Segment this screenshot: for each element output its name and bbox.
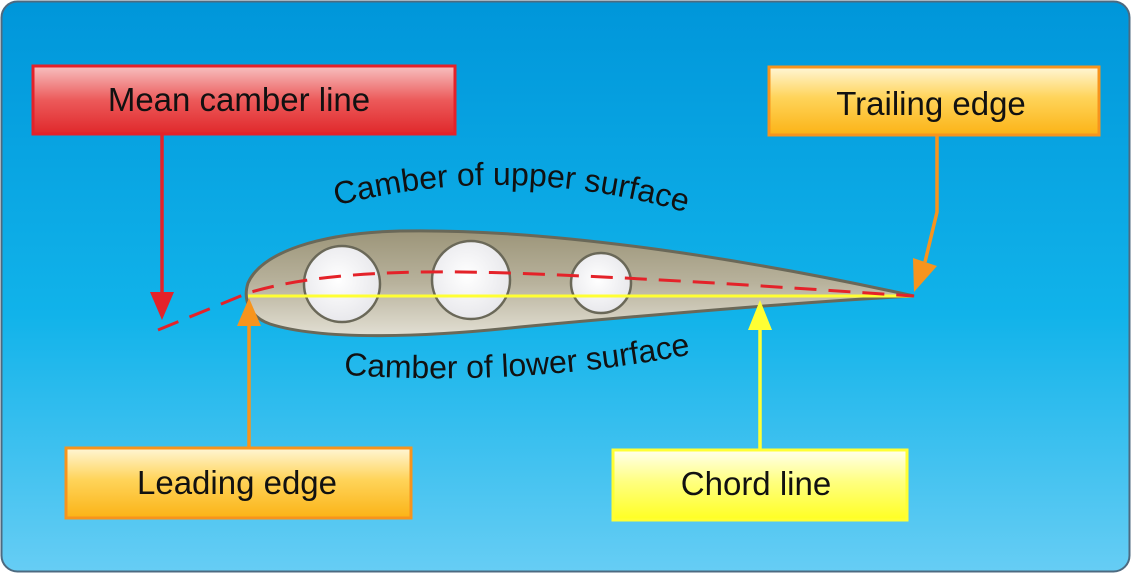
- leading-edge-callout: Leading edge: [64, 298, 413, 520]
- lightening-hole: [430, 239, 512, 321]
- mean-camber-callout: Mean camber line: [31, 64, 457, 320]
- leading-edge-label: Leading edge: [137, 464, 337, 501]
- mean-camber-label: Mean camber line: [108, 81, 370, 118]
- chord-line-label: Chord line: [681, 465, 831, 502]
- mean-camber-line: [157, 270, 915, 332]
- lightening-hole: [569, 251, 633, 315]
- trailing-edge-callout: Trailing edge: [767, 65, 1101, 292]
- chord-line-callout: Chord line: [611, 300, 909, 522]
- lightening-hole: [302, 244, 382, 324]
- trailing-edge-label: Trailing edge: [836, 85, 1026, 122]
